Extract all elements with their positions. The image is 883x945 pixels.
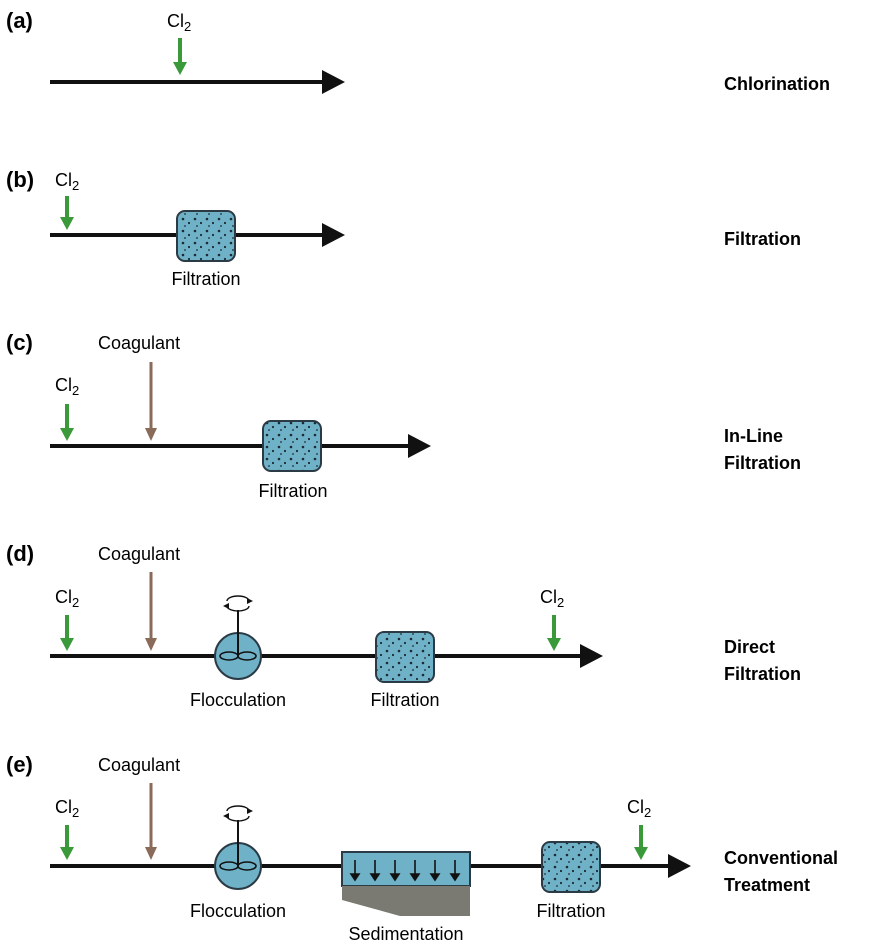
unit-label-filtration: Filtration [370, 690, 439, 710]
settling-arrows-icon [349, 860, 461, 882]
chlorine-arrow [634, 825, 648, 860]
flocculator-unit [214, 805, 262, 890]
unit-label-filtration: Filtration [258, 481, 327, 501]
sludge-zone [342, 886, 470, 916]
panel-letter: (c) [6, 330, 33, 355]
process-name-line-1: In-Line [724, 426, 783, 446]
coagulant-arrow [145, 783, 157, 860]
panel-letter: (d) [6, 541, 34, 566]
unit-label-flocculation: Flocculation [190, 690, 286, 710]
process-name-line-1: Direct [724, 637, 775, 657]
chlorine-arrow [60, 404, 74, 441]
flow-arrowhead [322, 70, 345, 94]
chemical-label-cl2: Cl2 [55, 375, 79, 398]
coagulant-arrow [145, 572, 157, 651]
chemical-label-coagulant: Coagulant [98, 333, 180, 353]
chemical-label-coagulant: Coagulant [98, 544, 180, 564]
filter-unit [262, 420, 322, 472]
chlorine-arrow [60, 196, 74, 230]
coagulant-arrow [145, 362, 157, 441]
chemical-label-cl2: Cl2 [627, 797, 651, 820]
process-name: Chlorination [724, 74, 830, 94]
process-name-line-2: Treatment [724, 875, 810, 895]
panel-a: (a) Cl2 Chlorination [6, 8, 830, 94]
unit-label-sedimentation: Sedimentation [348, 924, 463, 944]
chlorine-arrow [60, 615, 74, 651]
panel-letter: (e) [6, 752, 33, 777]
unit-label-filtration: Filtration [171, 269, 240, 289]
chemical-label-coagulant: Coagulant [98, 755, 180, 775]
filter-unit [541, 841, 601, 893]
process-name-line-2: Filtration [724, 664, 801, 684]
filter-unit [176, 210, 236, 262]
panel-c: (c) Coagulant Cl2 Filtration In-Line Fil… [6, 330, 801, 501]
flocculator-unit [214, 595, 262, 680]
chemical-label-cl2: Cl2 [167, 11, 191, 34]
panel-letter: (b) [6, 167, 34, 192]
process-name: Filtration [724, 229, 801, 249]
process-name-line-1: Conventional [724, 848, 838, 868]
chlorine-arrow [60, 825, 74, 860]
chemical-label-cl2: Cl2 [55, 587, 79, 610]
chemical-label-cl2: Cl2 [55, 170, 79, 193]
panel-e: (e) Coagulant Cl2 Flocculation [6, 752, 838, 944]
chemical-label-cl2: Cl2 [540, 587, 564, 610]
panel-d: (d) Coagulant Cl2 Flocculation Filtratio… [6, 541, 801, 710]
flow-arrowhead [668, 854, 691, 878]
chlorine-arrow [173, 38, 187, 75]
process-name-line-2: Filtration [724, 453, 801, 473]
unit-label-flocculation: Flocculation [190, 901, 286, 921]
flow-arrowhead [322, 223, 345, 247]
unit-label-filtration: Filtration [536, 901, 605, 921]
panel-letter: (a) [6, 8, 33, 33]
filter-unit [375, 631, 435, 683]
chlorine-arrow [547, 615, 561, 651]
chemical-label-cl2: Cl2 [55, 797, 79, 820]
flow-arrowhead [580, 644, 603, 668]
flow-arrowhead [408, 434, 431, 458]
sedimentation-unit [341, 851, 471, 916]
panel-b: (b) Cl2 Filtration Filtration [6, 167, 801, 289]
